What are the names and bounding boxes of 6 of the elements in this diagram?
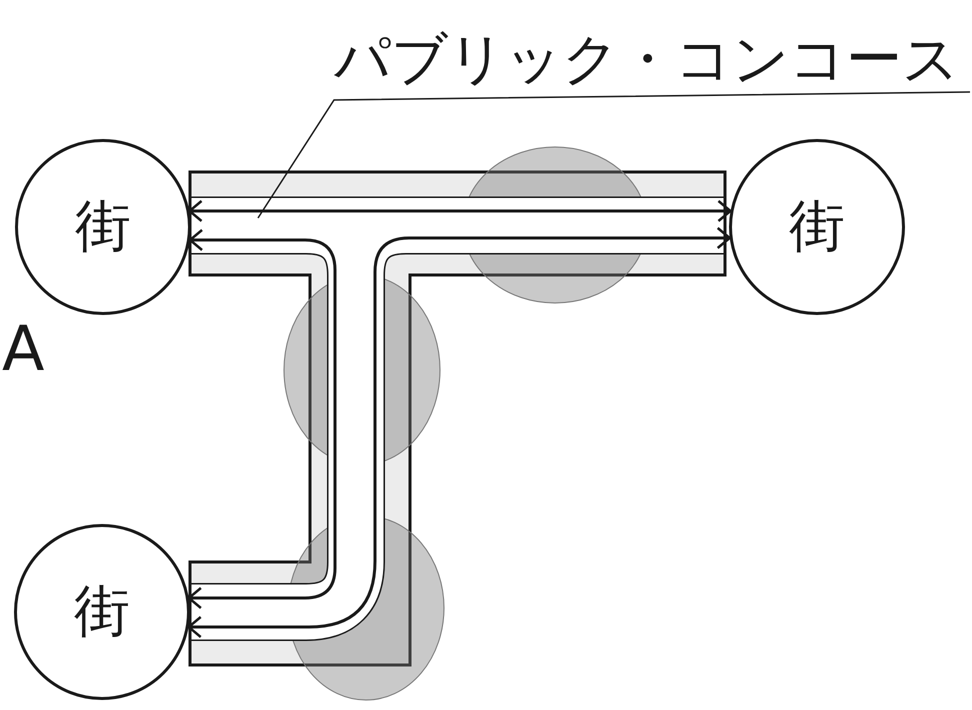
town-label: 街 bbox=[75, 199, 131, 255]
panel-letter: A bbox=[2, 318, 44, 380]
town-label: 街 bbox=[789, 199, 845, 255]
town-label: 街 bbox=[74, 584, 130, 640]
leader-line bbox=[257, 91, 970, 218]
concourse-label: パブリック・コンコース bbox=[334, 32, 959, 88]
